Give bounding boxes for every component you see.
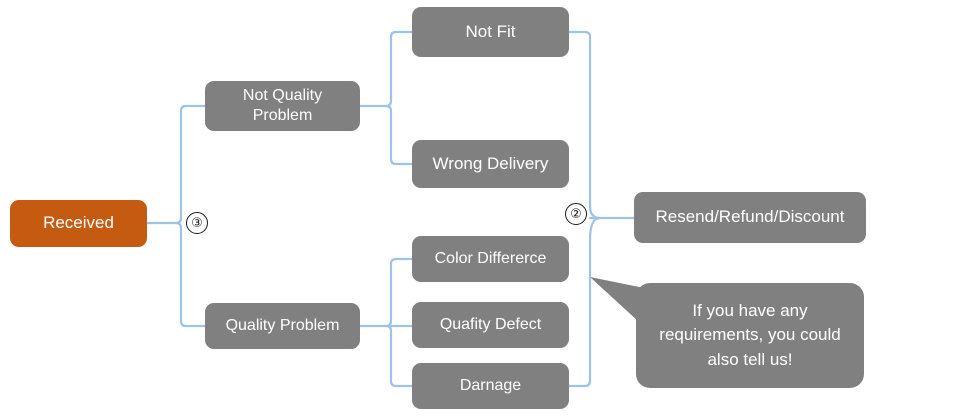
node-color-difference[interactable]: Color Differerce xyxy=(412,236,569,282)
node-quality-defect[interactable]: Quafity Defect xyxy=(412,302,569,348)
node-wrong-delivery[interactable]: Wrong Delivery xyxy=(412,140,569,188)
marker-two: ② xyxy=(565,203,587,225)
connector-root-to-quality xyxy=(174,221,207,328)
connector-qp-to-damage xyxy=(384,324,414,388)
connector-root-to-not-quality xyxy=(174,104,207,225)
node-quality-problem[interactable]: Quality Problem xyxy=(205,303,360,349)
callout-bubble: If you have any requirements, you could … xyxy=(636,283,864,388)
marker-three: ③ xyxy=(186,212,208,234)
node-not-quality-problem[interactable]: Not Quality Problem xyxy=(205,81,360,131)
connector-nqp-to-wrong-delivery xyxy=(384,104,414,166)
node-not-fit[interactable]: Not Fit xyxy=(412,7,569,57)
connector-merge-elbow-bottom xyxy=(588,216,602,242)
node-damage[interactable]: Darnage xyxy=(412,363,569,409)
connector-merge-elbow-top xyxy=(588,204,602,220)
connector-damage-to-merge xyxy=(567,238,592,388)
node-resend-refund-discount[interactable]: Resend/Refund/Discount xyxy=(634,192,866,243)
connector-nqp-to-not-fit xyxy=(384,30,414,108)
connector-not-fit-to-merge xyxy=(567,30,592,208)
node-received[interactable]: Received xyxy=(10,200,147,247)
connector-qp-to-color-difference xyxy=(384,257,414,328)
